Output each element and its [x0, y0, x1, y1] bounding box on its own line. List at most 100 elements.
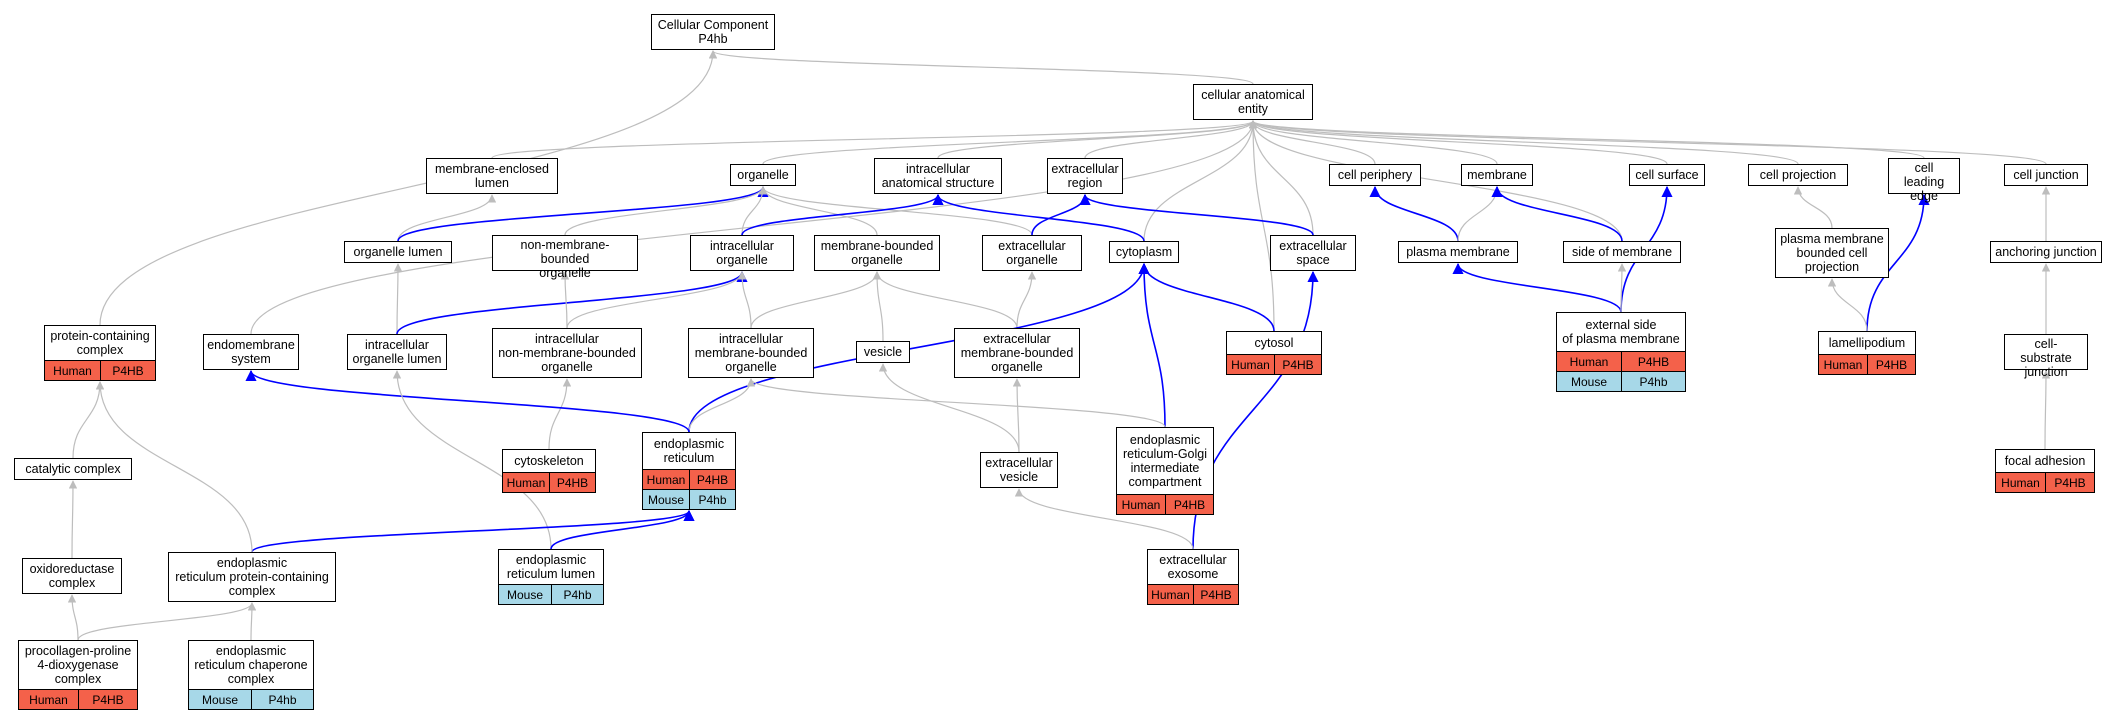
edge-extra-space-to-extra-region [1079, 193, 1314, 236]
node-cell-surface[interactable]: cell surface [1629, 164, 1705, 186]
edge-organelle-lumen-to-mem-encl-lumen [397, 194, 497, 242]
node-intra-mem-org[interactable]: intracellular membrane-bounded organelle [688, 328, 814, 378]
node-extra-region[interactable]: extracellular region [1047, 158, 1123, 194]
node-plasma-membrane[interactable]: plasma membrane [1398, 241, 1518, 263]
node-endomembrane[interactable]: endomembrane system [203, 334, 299, 370]
node-label: cell surface [1635, 168, 1699, 182]
node-label: side of membrane [1571, 245, 1673, 259]
edge-catalytic-complex-to-protein-complex [72, 381, 105, 459]
edge-side-membrane-to-membrane [1491, 185, 1623, 242]
node-intra-org[interactable]: intracellular organelle [690, 235, 794, 271]
node-nonmem-org[interactable]: non-membrane-bounded organelle [492, 235, 638, 280]
node-intra-anat[interactable]: intracellular anatomical structure [874, 158, 1002, 194]
edge-intra-mem-org-to-intra-org [737, 271, 752, 329]
node-label: organelle lumen [353, 245, 443, 259]
annotation-species: Human [1823, 357, 1863, 372]
node-label: intracellular non-membrane-bounded organ… [498, 332, 636, 374]
node-cell-leading-edge[interactable]: cell leading edge [1888, 158, 1960, 203]
node-mem-encl-lumen[interactable]: membrane-enclosed lumen [426, 158, 558, 194]
node-label: vesicle [863, 345, 903, 359]
annotation-gene: P4HB [1193, 585, 1238, 604]
edge-nonmem-org-to-organelle [564, 186, 768, 236]
node-organelle-lumen[interactable]: organelle lumen [344, 241, 452, 263]
edge-intra-org-lumen-to-intra-org [396, 270, 748, 335]
node-oxido-complex[interactable]: oxidoreductase complex [22, 558, 122, 594]
edge-extra-org-to-organelle [758, 186, 1033, 236]
node-er-protein-complex[interactable]: endoplasmic reticulum protein-containing… [168, 552, 336, 602]
node-cc-root[interactable]: Cellular Component P4hb [651, 14, 775, 50]
node-cell-substrate[interactable]: cell-substrate junction [2004, 334, 2088, 379]
node-cell-periphery[interactable]: cell periphery [1329, 164, 1421, 186]
node-extra-org[interactable]: extracellular organelle [982, 235, 1082, 271]
edge-extra-mem-org-to-extra-org [1016, 271, 1037, 329]
edge-side-membrane-to-cae [1248, 120, 1623, 242]
node-side-membrane[interactable]: side of membrane [1563, 241, 1681, 263]
annotation-gene: P4HB [1274, 355, 1321, 374]
annotation-species: Human [1151, 587, 1190, 602]
node-membrane[interactable]: membrane [1461, 164, 1533, 186]
annotation-species: Human [53, 363, 92, 378]
node-extra-mem-org[interactable]: extracellular membrane-bounded organelle [954, 328, 1080, 378]
annotation-species: Human [1569, 354, 1609, 369]
edge-cytosol-to-cae [1248, 120, 1275, 332]
node-vesicle[interactable]: vesicle [856, 341, 910, 363]
edge-extra-region-to-cae [1084, 120, 1258, 159]
node-mem-bound-org[interactable]: membrane-bounded organelle [814, 235, 940, 271]
node-label: plasma membrane [1406, 245, 1510, 259]
node-anchoring-junction[interactable]: anchoring junction [1990, 241, 2102, 263]
edge-extra-vesicle-to-extra-mem-org [1012, 378, 1022, 453]
node-organelle[interactable]: organelle [730, 164, 796, 186]
annotation-gene: P4HB [2045, 473, 2094, 492]
edge-cae-to-cc-root [709, 50, 1254, 85]
annotation-gene: P4HB [1165, 495, 1213, 514]
edge-mem-encl-lumen-to-cae [491, 120, 1257, 159]
annotation-row-human: Human P4HB [1996, 472, 2094, 492]
node-extra-space[interactable]: extracellular space [1270, 235, 1356, 271]
edge-er-protein-complex-to-er [251, 509, 695, 553]
annotation-gene: P4hb [251, 690, 313, 709]
node-label: cell leading edge [1903, 161, 1945, 203]
edge-procollagen-to-er-protein-complex [77, 602, 257, 641]
node-label: protein-containing complex [50, 329, 150, 357]
node-catalytic-complex[interactable]: catalytic complex [14, 458, 132, 480]
edge-cytoplasm-to-cae [1143, 120, 1258, 242]
node-intra-nonmem-org[interactable]: intracellular non-membrane-bounded organ… [492, 328, 642, 378]
edge-lamellipodium-to-pm-bounded-proj [1827, 278, 1868, 332]
edge-er-chaperone-to-er-protein-complex [247, 602, 257, 641]
node-label: extracellular region [1051, 162, 1119, 190]
edge-intra-nonmem-org-to-intra-org [566, 271, 747, 329]
node-cae[interactable]: cellular anatomical entity [1193, 84, 1313, 120]
node-er-golgi[interactable]: endoplasmic reticulum-Golgi intermediate… [1116, 427, 1214, 515]
annotation-gene: P4HB [100, 361, 155, 380]
node-cell-projection[interactable]: cell projection [1748, 164, 1848, 186]
node-intra-org-lumen[interactable]: intracellular organelle lumen [347, 334, 447, 370]
node-pm-bounded-proj[interactable]: plasma membrane bounded cell projection [1775, 228, 1889, 278]
node-procollagen[interactable]: procollagen-proline 4-dioxygenase comple… [18, 640, 138, 710]
edge-cell-surface-to-cae [1248, 120, 1668, 165]
node-extra-vesicle[interactable]: extracellular vesicle [980, 452, 1058, 488]
edge-organelle-lumen-to-organelle [397, 185, 769, 242]
edge-ext-side-pm-to-plasma-membrane [1452, 262, 1622, 313]
node-label: cytoskeleton [514, 454, 584, 468]
annotation-species: Human [2001, 475, 2040, 490]
node-label: endoplasmic reticulum lumen [506, 553, 596, 581]
node-cell-junction[interactable]: cell junction [2004, 164, 2088, 186]
node-cytoplasm[interactable]: cytoplasm [1109, 241, 1179, 263]
node-label: intracellular membrane-bounded organelle [694, 332, 808, 374]
edge-intra-nonmem-org-to-nonmem-org [560, 271, 570, 329]
